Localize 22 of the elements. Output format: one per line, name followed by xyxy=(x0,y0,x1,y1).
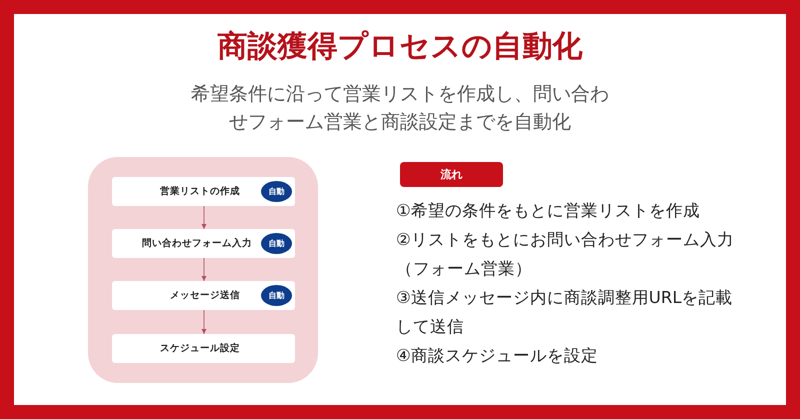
flow-step-text: ①希望の条件をもとに営業リストを作成 xyxy=(396,200,701,222)
title: 商談獲得プロセスの自動化 xyxy=(216,28,584,66)
flow-step-text: ②リストをもとにお問い合わせフォーム入力（フォーム営業） xyxy=(396,229,735,280)
auto-badge: 自動 xyxy=(261,233,292,254)
subtitle: 希望条件に沿って営業リストを作成し、問い合わせフォーム営業と商談設定までを自動化 xyxy=(190,82,610,135)
flow-step-text: ④商談スケジュールを設定 xyxy=(396,345,599,367)
arrow xyxy=(202,258,206,282)
arrow xyxy=(202,206,206,230)
section-tab: 流れ xyxy=(400,162,503,187)
step-label: 問い合わせフォーム入力 xyxy=(142,236,252,251)
process-box xyxy=(112,229,295,258)
flow-step-text: ③送信メッセージ内に商談調整用URLを記載して送信 xyxy=(396,287,734,338)
auto-badge: 自動 xyxy=(261,181,292,202)
arrow xyxy=(202,310,206,334)
step-label: スケジュール設定 xyxy=(160,342,240,356)
process-box xyxy=(112,177,295,206)
auto-badge: 自動 xyxy=(261,285,292,306)
step-label: 営業リストの作成 xyxy=(160,185,240,199)
step-label: メッセージ送信 xyxy=(170,289,240,303)
process-box xyxy=(112,281,295,310)
process-box xyxy=(112,334,295,363)
flow-panel xyxy=(88,157,318,383)
